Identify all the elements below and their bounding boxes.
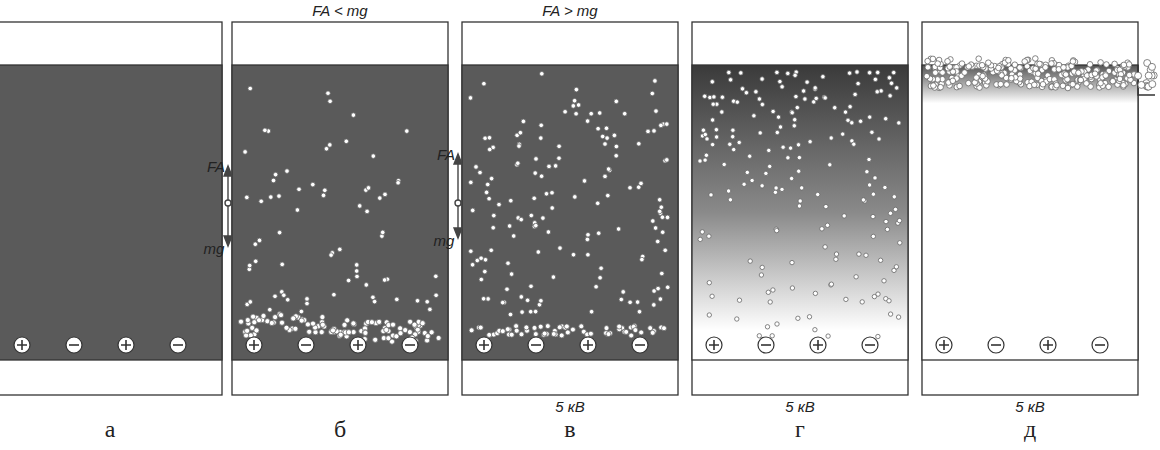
electrode: [14, 337, 30, 353]
force-label: FA: [437, 146, 455, 163]
electrode-sign: [479, 340, 489, 350]
electrode-sign: [635, 344, 645, 346]
electrode: [298, 337, 314, 353]
electrode: [862, 337, 878, 353]
electrode: [402, 337, 418, 353]
electrode-sign: [1095, 344, 1105, 346]
electrode: [936, 337, 952, 353]
panel-letter: б: [334, 416, 346, 443]
force-label: mg: [204, 240, 225, 257]
electrode-sign: [865, 344, 875, 346]
electrode-sign: [353, 340, 363, 350]
electrode: [810, 337, 826, 353]
electrode: [758, 337, 774, 353]
electrode: [1092, 337, 1108, 353]
voltage-label: 5 кВ: [555, 398, 585, 415]
electrode: [528, 337, 544, 353]
electrode-sign: [301, 344, 311, 346]
electrode-sign: [1043, 340, 1053, 350]
electrode-sign: [583, 340, 593, 350]
electrode: [1040, 337, 1056, 353]
electrode: [476, 337, 492, 353]
voltage-label: 5 кВ: [1015, 398, 1045, 415]
force-label: FA: [207, 158, 225, 175]
electrode-sign: [17, 340, 27, 350]
force-label: mg: [434, 232, 455, 249]
electrode-sign: [405, 344, 415, 346]
voltage-label: 5 кВ: [785, 398, 815, 415]
panel-letter: а: [105, 416, 116, 443]
electrode-sign: [939, 340, 949, 350]
electrode-sign: [531, 344, 541, 346]
force-relation: FA < mg: [312, 2, 367, 19]
electrode: [350, 337, 366, 353]
electrode: [580, 337, 596, 353]
panel-letter: в: [564, 416, 575, 443]
electrode: [246, 337, 262, 353]
panel-letter: г: [795, 416, 805, 443]
electrode-sign: [121, 340, 131, 350]
electrode: [66, 337, 82, 353]
electrode: [988, 337, 1004, 353]
electrode-sign: [761, 344, 771, 346]
panel-letter: д: [1024, 416, 1036, 443]
electrode: [118, 337, 134, 353]
force-relation: FA > mg: [542, 2, 597, 19]
electrode: [170, 337, 186, 353]
electrode-sign: [813, 340, 823, 350]
electrode-sign: [173, 344, 183, 346]
electrode-sign: [991, 344, 1001, 346]
electrode-sign: [709, 340, 719, 350]
electrode: [632, 337, 648, 353]
electrode-sign: [249, 340, 259, 350]
electrode: [706, 337, 722, 353]
electrode-sign: [69, 344, 79, 346]
